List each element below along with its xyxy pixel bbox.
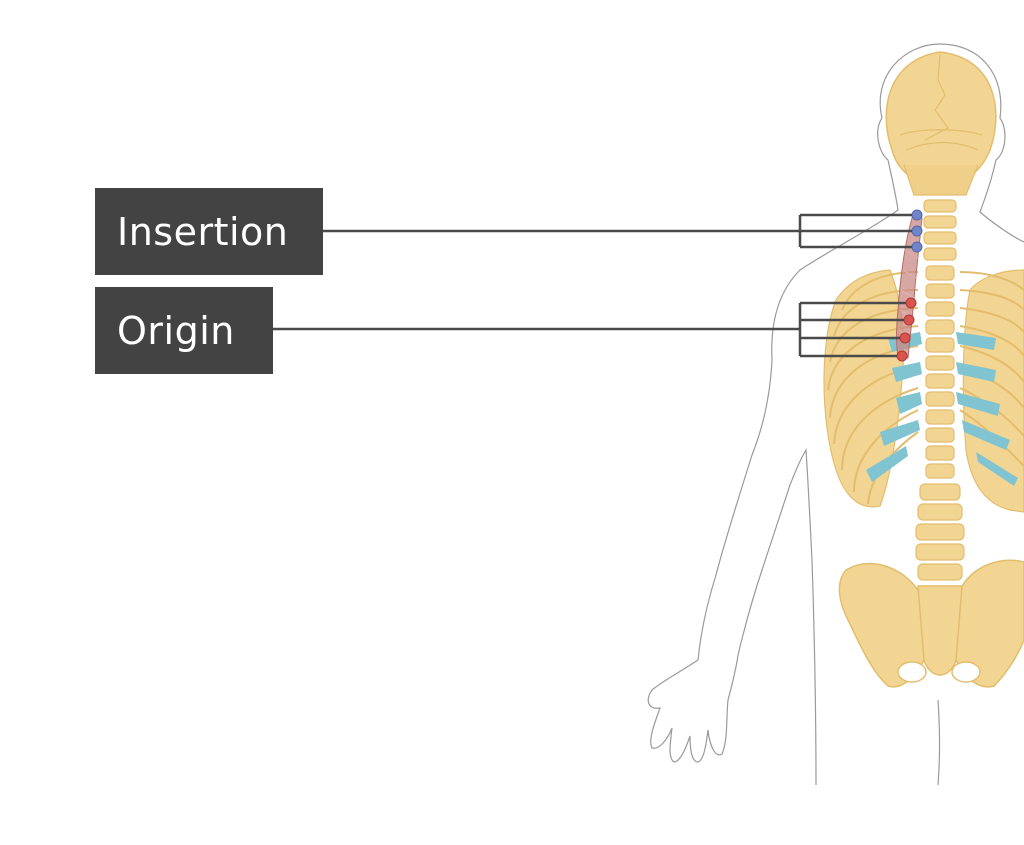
origin-points	[896, 297, 917, 362]
skull	[885, 51, 997, 196]
body-outline	[647, 43, 1024, 786]
origin-point	[903, 314, 915, 326]
intercostal-cartilage	[866, 332, 1018, 486]
insertion-point	[911, 241, 923, 253]
pelvis	[838, 559, 1024, 688]
origin-leader	[273, 301, 906, 358]
insertion-label: Insertion	[95, 188, 323, 275]
origin-label-text: Origin	[117, 308, 235, 353]
origin-point	[905, 297, 917, 309]
origin-point	[899, 332, 911, 344]
insertion-point	[911, 209, 923, 221]
insertion-leader	[323, 213, 912, 249]
insertion-points	[911, 209, 923, 253]
origin-label: Origin	[95, 287, 273, 374]
origin-point	[896, 350, 908, 362]
insertion-point	[911, 225, 923, 237]
vertebral-column	[915, 199, 965, 581]
insertion-label-text: Insertion	[117, 209, 289, 254]
